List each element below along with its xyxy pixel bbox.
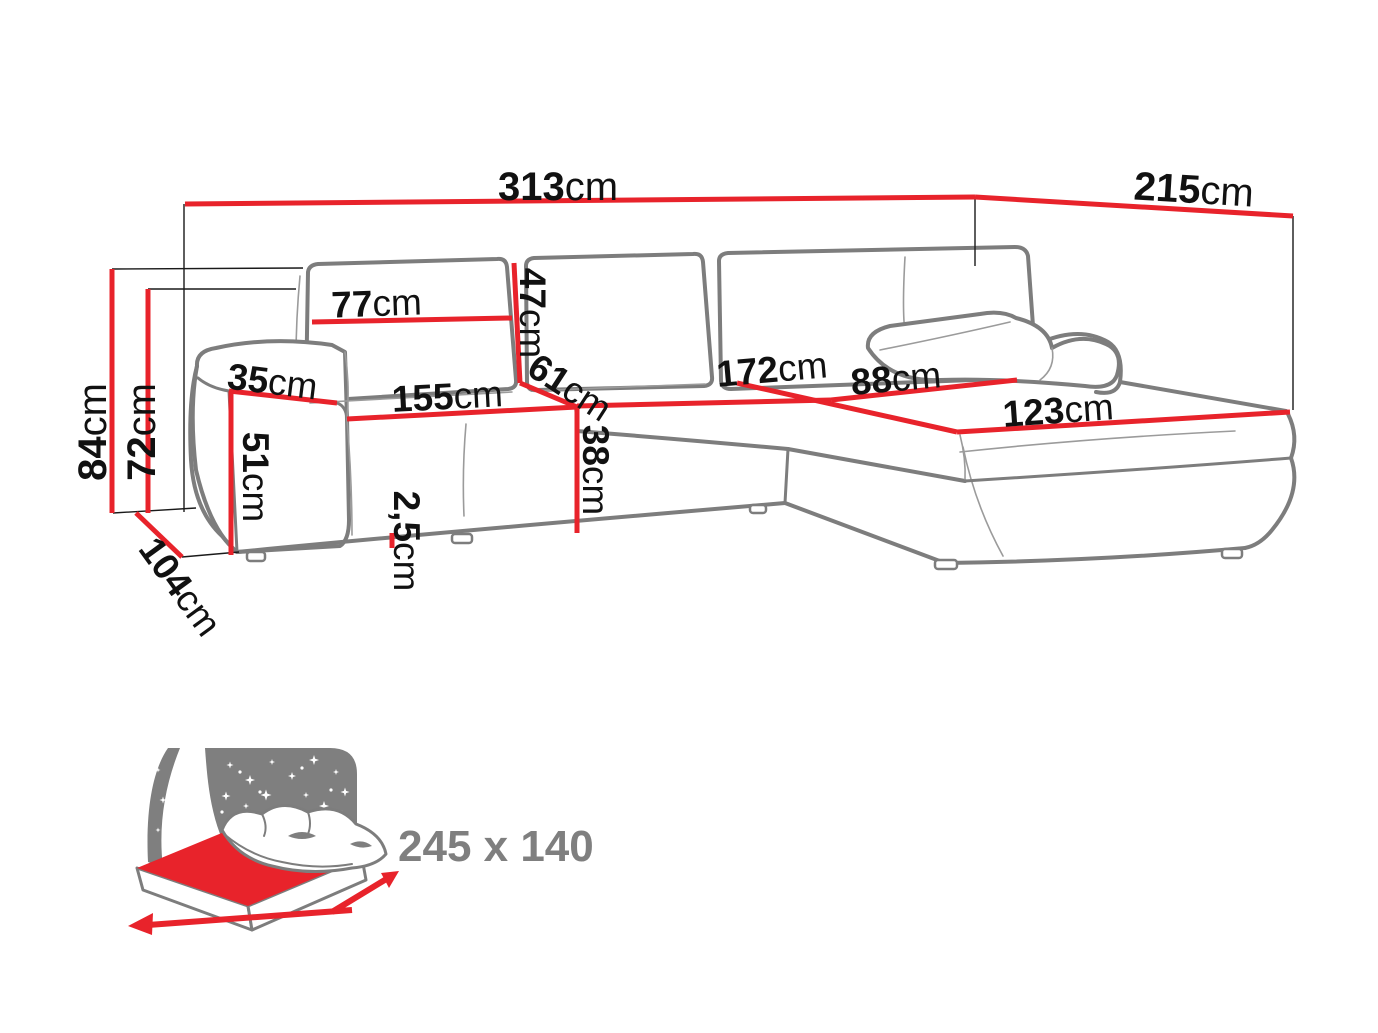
- label-leg-height: 2,5cm: [386, 491, 427, 592]
- bed-width-arrowhead: [381, 871, 399, 888]
- blanket-fold: [261, 813, 267, 837]
- armrest-outer-edge: [188, 364, 239, 554]
- label-back-cushion-width: 77cm: [331, 281, 423, 325]
- armrest-front-corner: [196, 376, 231, 393]
- chaise-right-cushion-edge: [1286, 412, 1297, 460]
- sofa-leg: [1220, 547, 1244, 560]
- dim-line-chaise-width-123: [956, 409, 1291, 435]
- dim-line-right-section-172: [576, 397, 832, 409]
- label-sleeping-area: 245 x 140: [398, 822, 594, 871]
- chaise-pillow: [865, 310, 1121, 389]
- label-corner-back-width: 88cm: [849, 354, 943, 403]
- dim-line-total-width-313: [184, 194, 976, 207]
- sofa-leg: [933, 558, 959, 571]
- chaise-corner-seam: [959, 434, 966, 482]
- blanket-scallop: [223, 833, 353, 868]
- sofa-leg: [450, 532, 474, 545]
- corner-vertical-seam: [783, 447, 790, 505]
- label-total-depth: 215cm: [1133, 164, 1256, 215]
- sofa-leg: [245, 550, 267, 563]
- armrest-base-seam: [346, 418, 353, 536]
- label-seat-width: 155cm: [391, 373, 504, 420]
- dim-line-back-cushion-height-47: [511, 262, 523, 384]
- dimension-lines: [109, 194, 1294, 559]
- middle-seat-front-edge: [575, 429, 790, 451]
- night-sky-crescent: [147, 748, 180, 868]
- chaise-back-edge: [1118, 380, 1288, 413]
- seat-cushion-seam: [462, 423, 467, 517]
- bed-width-arrow: [330, 875, 390, 915]
- label-back-cushion-height: 47cm: [512, 268, 553, 358]
- dimension-labels: 313cm 215cm 84cm 72cm 104cm 35cm 77cm 47…: [71, 164, 1255, 643]
- chaise-base-right-edge: [1243, 456, 1297, 550]
- label-right-section-length: 172cm: [715, 344, 829, 395]
- label-chaise-width: 123cm: [1001, 386, 1115, 435]
- backrest-cushion-middle: [524, 251, 715, 393]
- blanket-shade-2: [350, 841, 372, 848]
- dim-line-back-cushion-width-77: [311, 315, 513, 325]
- seat-back-seam-middle: [532, 383, 706, 392]
- chaise-front-bottom-edge: [943, 546, 1247, 565]
- chaise-left-top-edge: [786, 447, 967, 483]
- pillow-fold-seam-2: [879, 321, 1011, 351]
- label-total-width: 313cm: [498, 165, 618, 209]
- height-84-top-tick: [111, 267, 304, 270]
- sleeping-area-icon: 245 x 140: [128, 748, 594, 935]
- dim-line-armrest-width-35: [228, 388, 338, 406]
- chaise-left-bottom-edge: [783, 501, 947, 565]
- dim-line-chaise-fold: [736, 380, 958, 435]
- label-seat-height: 38cm: [575, 425, 616, 515]
- base-front-bottom-edge: [235, 501, 787, 554]
- label-total-height: 84cm: [71, 383, 115, 481]
- blanket-fold: [307, 811, 311, 835]
- sofa-leg: [748, 503, 768, 515]
- dim-line-total-depth-215: [974, 194, 1294, 219]
- height-bottom-tick: [112, 507, 197, 514]
- bed-length-arrowhead: [128, 913, 153, 935]
- label-side-depth: 104cm: [131, 530, 229, 644]
- dim-line-seat-depth-61: [519, 380, 578, 410]
- backrest-cushion-left: [304, 256, 519, 404]
- blanket-shade-1: [288, 832, 316, 839]
- armrest-seat-seam: [344, 351, 349, 420]
- label-armrest-height: 51cm: [235, 432, 276, 522]
- label-backrest-height: 72cm: [120, 383, 164, 481]
- chaise-front-face-seam: [962, 446, 1004, 557]
- label-armrest-width: 35cm: [225, 356, 320, 408]
- dim-line-corner-back-88: [830, 377, 1018, 403]
- dim-line-seat-width-155: [346, 404, 578, 422]
- bed-length-arrow: [147, 907, 353, 928]
- projection-lines: [111, 197, 1294, 558]
- dim-line-side-depth-104: [134, 511, 184, 559]
- pillow-fold-seam-1: [1039, 347, 1054, 381]
- chaise-top-seam: [959, 430, 1236, 453]
- chaise-layer-seam: [963, 456, 1293, 483]
